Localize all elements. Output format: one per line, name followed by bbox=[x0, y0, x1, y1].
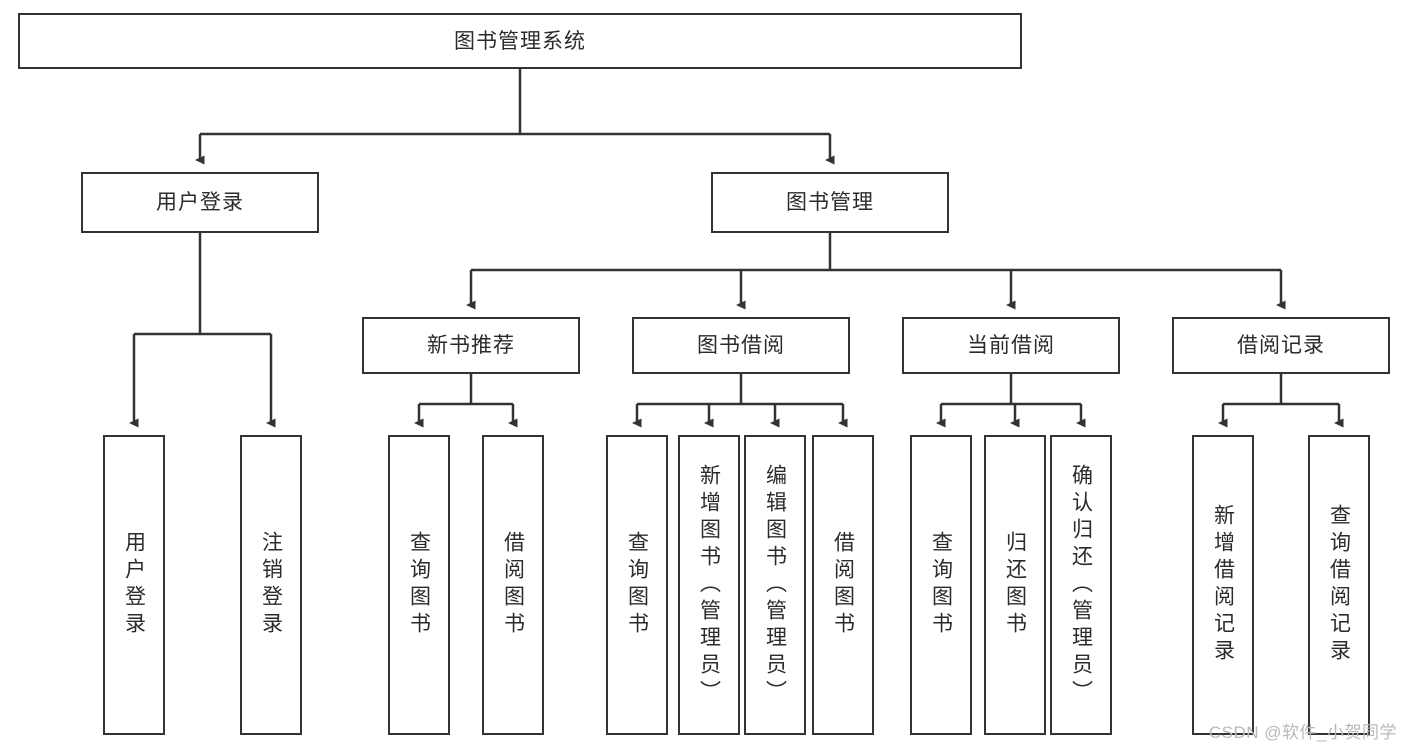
leaf-return-book-label: 归还图书 bbox=[1003, 531, 1027, 639]
leaf-borrow-book-bb[interactable]: 借阅图书 bbox=[812, 435, 874, 735]
node-new-book-recommend[interactable]: 新书推荐 bbox=[362, 317, 580, 374]
leaf-return-book[interactable]: 归还图书 bbox=[984, 435, 1046, 735]
node-book-borrow-label: 图书借阅 bbox=[697, 334, 785, 357]
leaf-query-borrow-record[interactable]: 查询借阅记录 bbox=[1308, 435, 1370, 735]
node-new-book-recommend-label: 新书推荐 bbox=[427, 334, 515, 357]
leaf-add-borrow-record[interactable]: 新增借阅记录 bbox=[1192, 435, 1254, 735]
leaf-borrow-book-bb-label: 借阅图书 bbox=[831, 531, 855, 639]
node-borrow-record-label: 借阅记录 bbox=[1237, 334, 1325, 357]
leaf-borrow-book-nbr-label: 借阅图书 bbox=[501, 531, 525, 639]
leaf-borrow-book-nbr[interactable]: 借阅图书 bbox=[482, 435, 544, 735]
leaf-query-book-bb-label: 查询图书 bbox=[625, 531, 649, 639]
leaf-confirm-return-admin-label: 确认归还（管理员） bbox=[1069, 463, 1093, 707]
leaf-query-book-bb[interactable]: 查询图书 bbox=[606, 435, 668, 735]
node-current-borrow[interactable]: 当前借阅 bbox=[902, 317, 1120, 374]
leaf-confirm-return-admin[interactable]: 确认归还（管理员） bbox=[1050, 435, 1112, 735]
leaf-edit-book-admin[interactable]: 编辑图书（管理员） bbox=[744, 435, 806, 735]
leaf-user-login-label: 用户登录 bbox=[122, 531, 146, 639]
leaf-query-book-nbr-label: 查询图书 bbox=[407, 531, 431, 639]
leaf-add-book-admin-label: 新增图书（管理员） bbox=[697, 463, 721, 707]
leaf-edit-book-admin-label: 编辑图书（管理员） bbox=[763, 463, 787, 707]
leaf-query-book-cb-label: 查询图书 bbox=[929, 531, 953, 639]
node-book-management[interactable]: 图书管理 bbox=[711, 172, 949, 233]
node-current-borrow-label: 当前借阅 bbox=[967, 334, 1055, 357]
node-user-login-label: 用户登录 bbox=[156, 191, 244, 214]
leaf-logout[interactable]: 注销登录 bbox=[240, 435, 302, 735]
node-book-management-label: 图书管理 bbox=[786, 191, 874, 214]
leaf-add-book-admin[interactable]: 新增图书（管理员） bbox=[678, 435, 740, 735]
node-root[interactable]: 图书管理系统 bbox=[18, 13, 1022, 69]
leaf-query-borrow-record-label: 查询借阅记录 bbox=[1327, 504, 1351, 666]
node-root-label: 图书管理系统 bbox=[454, 29, 586, 53]
leaf-query-book-cb[interactable]: 查询图书 bbox=[910, 435, 972, 735]
node-book-borrow[interactable]: 图书借阅 bbox=[632, 317, 850, 374]
leaf-logout-label: 注销登录 bbox=[259, 531, 283, 639]
leaf-user-login[interactable]: 用户登录 bbox=[103, 435, 165, 735]
leaf-query-book-nbr[interactable]: 查询图书 bbox=[388, 435, 450, 735]
csdn-watermark: CSDN @软件_小贺同学 bbox=[1208, 723, 1397, 742]
node-borrow-record[interactable]: 借阅记录 bbox=[1172, 317, 1390, 374]
leaf-add-borrow-record-label: 新增借阅记录 bbox=[1211, 504, 1235, 666]
node-user-login[interactable]: 用户登录 bbox=[81, 172, 319, 233]
